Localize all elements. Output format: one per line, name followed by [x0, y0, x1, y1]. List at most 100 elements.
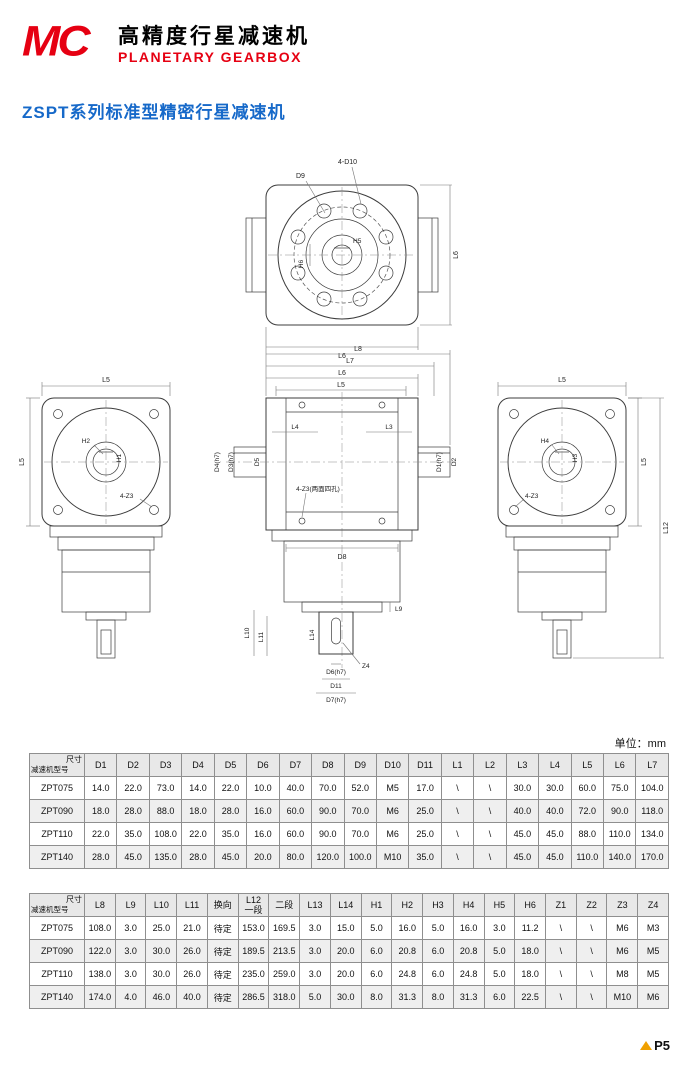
table-cell: 70.0: [311, 776, 345, 800]
page-number-text: P5: [654, 1038, 670, 1053]
table-cell: 52.0: [343, 776, 377, 800]
table-cell: 8.0: [422, 985, 454, 1009]
dim-label-d1: D1(h7): [436, 452, 443, 472]
column-header: Z3: [606, 893, 639, 917]
dim-label-l6-bottom: L6: [338, 353, 346, 360]
table-cell: \: [575, 939, 608, 963]
table-cell: 待定: [206, 939, 239, 963]
table-cell: M6: [637, 985, 669, 1009]
dim-label-l11: L11: [258, 631, 265, 642]
table-cell: 30.0: [145, 962, 178, 986]
table-cell: 40.0: [176, 985, 208, 1009]
table-cell: \: [545, 985, 577, 1009]
dim-label-l5-right: L5: [641, 458, 648, 466]
table-cell: 待定: [206, 985, 239, 1009]
table-cell: 100.0: [343, 845, 377, 869]
column-header: D11: [408, 753, 442, 777]
table-cell: 174.0: [84, 985, 116, 1009]
column-header: D1: [83, 753, 118, 777]
dim-label-d3: D3(h7): [228, 452, 235, 472]
column-header: L2: [473, 753, 507, 777]
technical-drawings: 4-D10 D9 H5 H6 L6 L6 L5: [19, 159, 670, 704]
table-cell: 110.0: [602, 822, 637, 846]
page-title: ZSPT系列标准型精密行星减速机: [22, 103, 286, 122]
table-cell: 15.0: [329, 916, 362, 940]
table-cell: 90.0: [311, 822, 345, 846]
column-header: L1: [440, 753, 475, 777]
table-cell: 46.0: [145, 985, 178, 1009]
table-cell: 30.0: [538, 776, 572, 800]
column-header: L9: [114, 893, 147, 917]
table-cell: 135.0: [148, 845, 183, 869]
table-cell: 16.0: [246, 822, 280, 846]
dim-label-l5-left: L5: [19, 458, 26, 466]
table-cell: 4.0: [114, 985, 147, 1009]
table-cell: 140.0: [602, 845, 637, 869]
column-header: H3: [422, 893, 454, 917]
dim-label-h4: H4: [541, 438, 550, 445]
dim-label-4-d10: 4-D10: [338, 159, 357, 166]
table-cell: 90.0: [602, 799, 637, 823]
column-header: D5: [213, 753, 248, 777]
dim-label-d9: D9: [296, 173, 305, 180]
dim-label-l3: L3: [385, 424, 393, 431]
table-cell: 5.0: [422, 916, 454, 940]
column-header: 换向: [206, 893, 239, 917]
table-cell: 60.0: [570, 776, 605, 800]
model-cell: ZPT075: [29, 776, 85, 800]
table-cell: 5.0: [299, 985, 331, 1009]
table-cell: \: [440, 822, 475, 846]
column-header: D10: [375, 753, 410, 777]
table-cell: 待定: [206, 962, 239, 986]
dim-label-h5: H5: [353, 238, 362, 245]
table-cell: 3.0: [114, 916, 147, 940]
table-cell: \: [545, 962, 577, 986]
table-cell: 3.0: [299, 939, 331, 963]
model-cell: ZPT110: [29, 822, 85, 846]
table-cell: \: [575, 985, 608, 1009]
table-cell: \: [473, 776, 507, 800]
footer-mark-icon: [640, 1041, 653, 1050]
dim-label-4-z3-left-view: 4-Z3: [120, 493, 134, 500]
table-cell: 70.0: [343, 799, 377, 823]
table-cell: 28.0: [116, 799, 150, 823]
table-cell: 21.0: [176, 916, 208, 940]
table-cell: \: [575, 962, 608, 986]
table-cell: 16.0: [391, 916, 424, 940]
table-cell: 31.3: [452, 985, 485, 1009]
column-header: D3: [148, 753, 183, 777]
table-cell: 22.0: [116, 776, 150, 800]
dim-label-d6: D6(h7): [326, 669, 346, 676]
table-cell: 25.0: [408, 799, 442, 823]
table-cell: 24.8: [452, 962, 485, 986]
column-header: L13: [299, 893, 331, 917]
table-cell: 72.0: [570, 799, 605, 823]
table-cell: 28.0: [213, 799, 248, 823]
table-cell: 60.0: [278, 822, 313, 846]
table-cell: \: [473, 822, 507, 846]
table-cell: 5.0: [360, 916, 393, 940]
dim-label-l5-top-right-view: L5: [558, 377, 566, 384]
table-cell: 10.0: [246, 776, 280, 800]
table-cell: M6: [375, 799, 410, 823]
table-cell: 35.0: [213, 822, 248, 846]
table-cell: 138.0: [84, 962, 116, 986]
model-cell: ZPT140: [29, 985, 85, 1009]
corner-label-model: 减速机型号: [31, 765, 69, 775]
table-cell: 17.0: [408, 776, 442, 800]
table-cell: 14.0: [83, 776, 118, 800]
table-cell: 60.0: [278, 799, 313, 823]
column-header: Z1: [545, 893, 577, 917]
table-cell: 6.0: [483, 985, 516, 1009]
table-cell: 22.0: [213, 776, 248, 800]
dim-label-l10: L10: [244, 627, 251, 638]
table-cell: 20.8: [391, 939, 424, 963]
units-label: 单位：mm: [614, 738, 666, 750]
table-cell: 318.0: [268, 985, 301, 1009]
model-cell: ZPT075: [29, 916, 85, 940]
dim-label-d7: D7(h7): [326, 697, 346, 704]
dim-label-l6-right: L6: [453, 251, 460, 259]
